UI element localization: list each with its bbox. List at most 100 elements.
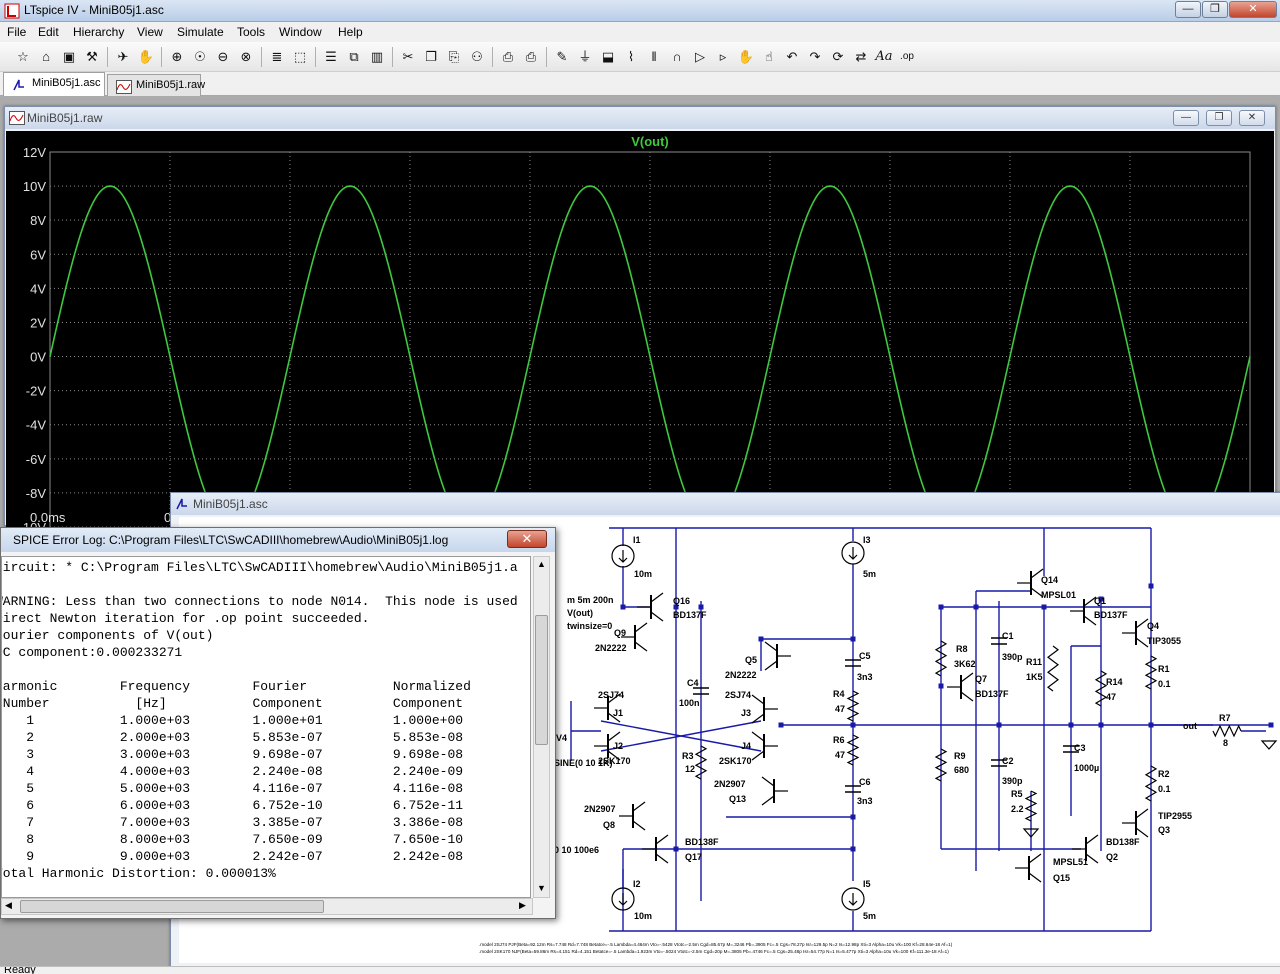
menu-hierarchy[interactable]: Hierarchy [73, 25, 125, 39]
schematic-label-j4: J4 [741, 741, 751, 751]
y-tick-label: -2V [26, 384, 47, 399]
menu-edit[interactable]: Edit [38, 25, 59, 39]
close-button[interactable]: ✕ [1229, 1, 1277, 18]
plot-restore-button[interactable]: ❐ [1206, 110, 1232, 126]
drag-icon[interactable]: ☝ [765, 49, 773, 64]
scroll-left-arrow-icon[interactable]: ◀ [5, 900, 12, 910]
menu-view[interactable]: View [137, 25, 163, 39]
schematic-label-i5v: 5m [863, 911, 876, 921]
current-source-symbol [611, 544, 635, 568]
error-log-title: SPICE Error Log: C:\Program Files\LTC\Sw… [13, 533, 449, 547]
tile-horizontal-icon[interactable]: ☰ [325, 49, 337, 64]
zoom-cancel-icon[interactable]: ⊗ [240, 49, 252, 64]
y-tick-label: 12V [23, 145, 46, 160]
log-line: 3 3.000e+03 9.698e-07 9.698e-08 [1, 747, 464, 762]
tab-schematic[interactable]: MiniB05j1.asc [3, 72, 105, 96]
redo-icon[interactable]: ↷ [809, 49, 821, 64]
new-schematic-icon[interactable]: ☆ [17, 49, 29, 64]
inductor-icon[interactable]: ∩ [672, 49, 682, 64]
draw-wire-icon[interactable]: ✎ [556, 49, 568, 64]
halt-icon[interactable]: ✋ [137, 49, 155, 64]
transistor-lead [761, 795, 775, 806]
schematic-label-q1: Q1 [1094, 596, 1106, 606]
move-icon[interactable]: ✋ [737, 49, 755, 64]
plot-window-titlebar[interactable]: MiniB05j1.raw — ❐ ✕ [5, 107, 1275, 129]
menu-window[interactable]: Window [279, 25, 322, 39]
save-icon[interactable]: ▣ [62, 49, 76, 64]
paste-icon[interactable]: ⎘ [448, 49, 460, 64]
error-log-vertical-scrollbar[interactable]: ▲ ▼ [533, 556, 550, 898]
transistor-lead [1135, 827, 1149, 838]
schematic-icon [13, 79, 24, 91]
schematic-label-i3: I3 [863, 535, 871, 545]
diode-icon[interactable]: ▷ [695, 49, 705, 64]
scroll-right-arrow-icon[interactable]: ▶ [519, 900, 526, 910]
log-line: 9 9.000e+03 2.242e-07 2.242e-08 [1, 849, 464, 864]
schematic-label-c2: C2 [1002, 756, 1014, 766]
menu-help[interactable]: Help [338, 25, 363, 39]
open-icon[interactable]: ⌂ [42, 49, 50, 64]
menu-file[interactable]: File [7, 25, 27, 39]
schematic-label-q15m: MPSL51 [1053, 857, 1088, 867]
rotate-icon[interactable]: ⟳ [832, 49, 844, 64]
schematic-window-titlebar[interactable]: MiniB05j1.asc [171, 493, 1280, 515]
tile-vertical-icon[interactable]: ▥ [370, 49, 384, 64]
junction [850, 636, 856, 642]
error-log-text[interactable]: Circuit: * C:\Program Files\LTC\SwCADIII… [1, 556, 531, 898]
schematic-label-q16m: BD137F [673, 610, 707, 620]
tab-waveform[interactable]: MiniB05j1.raw [107, 74, 205, 96]
hscroll-thumb[interactable] [20, 900, 324, 913]
resistor-icon[interactable]: ⌇ [627, 49, 635, 64]
find-icon[interactable]: ⚇ [471, 49, 483, 64]
spice-directive-icon[interactable]: .op [900, 51, 914, 62]
log-line: Fourier components of V(out) [1, 628, 214, 643]
schematic-label-q8m: 2N2907 [584, 804, 616, 814]
ground-icon[interactable]: ⏚ [578, 49, 592, 64]
autorange-icon[interactable]: ≣ [271, 49, 283, 64]
zoom-fit-icon[interactable]: ⬚ [293, 49, 307, 64]
run-icon[interactable]: ✈ [117, 49, 129, 64]
scroll-thumb[interactable] [535, 615, 548, 745]
control-panel-icon[interactable]: ⚒ [86, 49, 98, 64]
cut-icon[interactable]: ✂ [402, 49, 414, 64]
schematic-label-r9v: 680 [954, 765, 969, 775]
restore-button[interactable]: ❐ [1202, 1, 1228, 18]
scroll-down-arrow-icon[interactable]: ▼ [537, 883, 546, 893]
zoom-out-icon[interactable]: ⊖ [217, 49, 229, 64]
schematic-label-q9m: 2N2222 [595, 643, 627, 653]
print-icon[interactable]: ⎙ [525, 49, 537, 64]
schematic-label-q4: Q4 [1147, 621, 1159, 631]
plot-minimize-button[interactable]: — [1173, 110, 1199, 126]
print-setup-icon[interactable]: ⎙ [502, 49, 514, 64]
scroll-up-arrow-icon[interactable]: ▲ [537, 559, 546, 569]
error-log-close-button[interactable]: ✕ [507, 530, 547, 548]
plot-close-button[interactable]: ✕ [1239, 110, 1265, 126]
menu-tools[interactable]: Tools [237, 25, 266, 39]
error-log-horizontal-scrollbar[interactable]: ◀ ▶ [1, 898, 533, 915]
zoom-pan-icon[interactable]: ☉ [194, 49, 206, 64]
mirror-icon[interactable]: ⇄ [855, 49, 867, 64]
schematic-label-r1v: 0.1 [1158, 679, 1171, 689]
minimize-button[interactable]: — [1175, 1, 1201, 18]
tab-waveform-label: MiniB05j1.raw [136, 79, 206, 91]
undo-icon[interactable]: ↶ [786, 49, 798, 64]
label-net-icon[interactable]: ⬓ [601, 49, 615, 64]
text-icon[interactable]: Aa [875, 49, 893, 64]
schematic-label-sim2: V(out) [567, 608, 593, 618]
waveform-icon [9, 111, 25, 125]
status-bar: Ready [0, 966, 1280, 974]
cascade-icon[interactable]: ⧉ [349, 49, 359, 64]
copy-icon[interactable]: ❐ [425, 49, 437, 64]
menu-simulate[interactable]: Simulate [177, 25, 224, 39]
transistor-lead [650, 611, 664, 622]
capacitor-icon[interactable]: ‖ [651, 49, 657, 64]
error-log-titlebar[interactable]: SPICE Error Log: C:\Program Files\LTC\Sw… [1, 528, 555, 552]
schematic-label-q16: Q16 [673, 596, 690, 606]
x-tick-label: 0.0ms [30, 510, 66, 525]
schematic-label-i2: I2 [633, 879, 641, 889]
resistor-symbol [1094, 670, 1108, 707]
waveform-plot[interactable]: 12V10V8V6V4V2V0V-2V-4V-6V-8V-10V0.0ms0.5… [6, 131, 1274, 527]
component-icon[interactable]: ▹ [719, 49, 727, 64]
junction [698, 604, 704, 610]
zoom-in-icon[interactable]: ⊕ [171, 49, 183, 64]
